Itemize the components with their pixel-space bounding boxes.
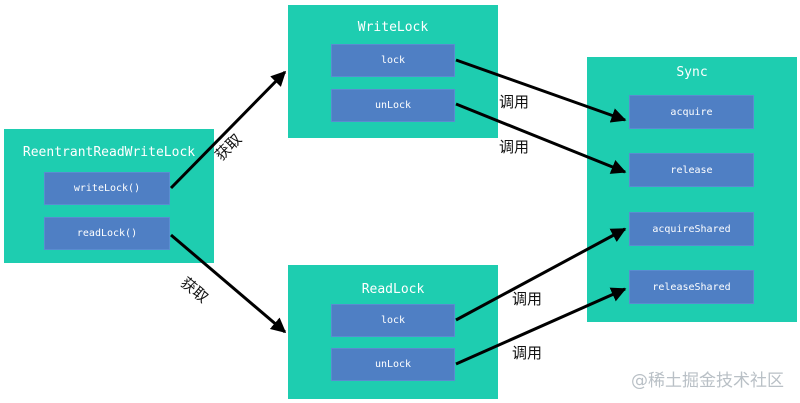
reentrantreadwritelock-title: ReentrantReadWriteLock [22, 145, 196, 160]
sync-title: Sync [676, 65, 708, 80]
edge-label-call-2: 调用 [499, 138, 530, 156]
writelock-lock-method: lock [331, 44, 455, 77]
sync-box: Sync acquire release acquireShared relea… [587, 57, 797, 322]
readlock-box: ReadLock lock unLock [288, 265, 498, 399]
releaseshared-method: releaseShared [629, 270, 754, 304]
watermark: @稀土掘金技术社区 [631, 371, 784, 391]
arrow-readlock-lock-acquireshared [455, 227, 627, 322]
writelock-box: WriteLock lock unLock [288, 5, 498, 138]
readlock-lock-method: lock [331, 304, 455, 337]
edge-label-call-1: 调用 [499, 93, 530, 111]
arrow-writelock-acquire [169, 70, 287, 190]
acquireshared-method: acquireShared [629, 212, 754, 246]
writelock-method: writeLock() [44, 172, 170, 205]
arrow-unlock-release [455, 102, 627, 174]
readlock-unlock-method: unLock [331, 348, 455, 381]
writelock-unlock-method: unLock [331, 89, 455, 122]
readlock-title: ReadLock [361, 282, 425, 297]
writelock-title: WriteLock [357, 20, 429, 35]
reentrantreadwritelock-box: ReentrantReadWriteLock writeLock() readL… [4, 129, 214, 263]
arrow-readlock-acquire [170, 233, 287, 334]
arrow-lock-acquire [455, 58, 627, 123]
readlock-method: readLock() [44, 217, 170, 250]
arrow-readlock-unlock-releaseshared [455, 287, 627, 366]
acquire-method: acquire [629, 95, 754, 129]
release-method: release [629, 153, 754, 187]
edge-label-call-3: 调用 [512, 290, 543, 308]
edge-label-call-4: 调用 [512, 344, 543, 362]
